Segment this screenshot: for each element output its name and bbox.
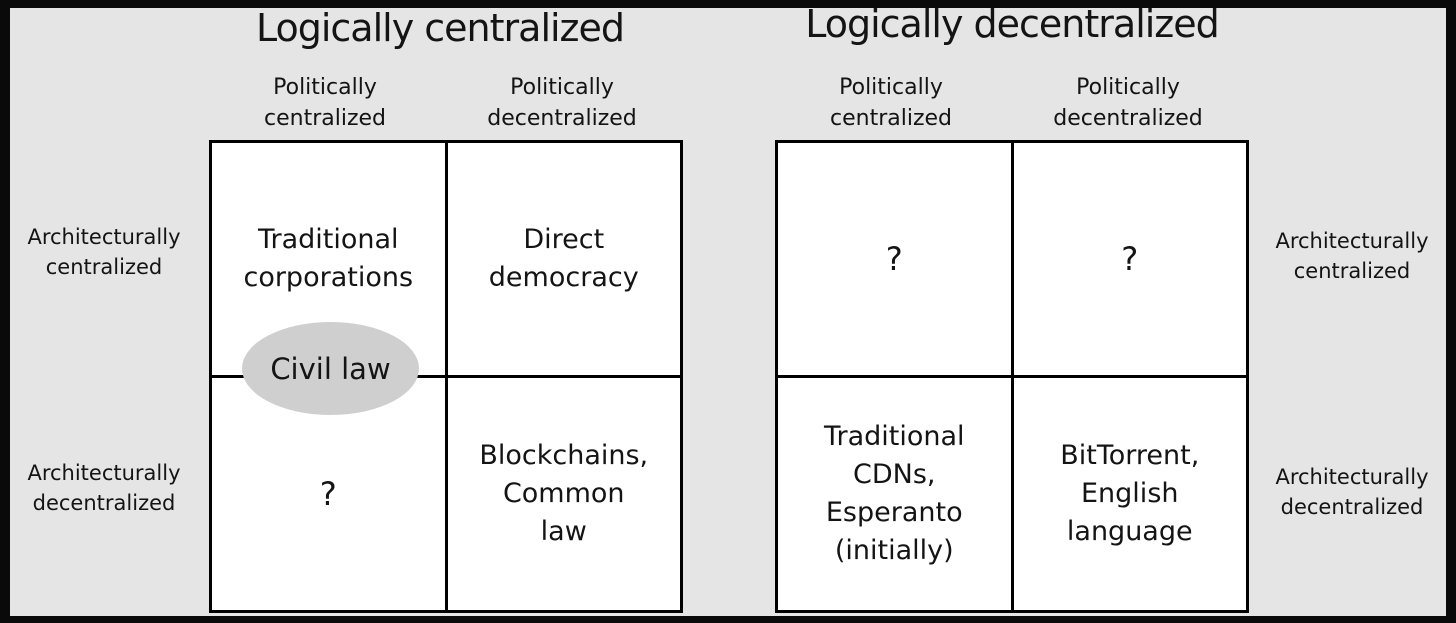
left-matrix-cell-bottom-left: ? xyxy=(212,378,445,610)
right-panel-title: Logically decentralized xyxy=(805,2,1220,46)
civil-law-ellipse: Civil law xyxy=(242,322,419,415)
left-matrix-cell-top-right: Direct democracy xyxy=(447,143,680,375)
right-matrix: ? ? Traditional CDNs, Esperanto (initial… xyxy=(775,140,1249,613)
left-matrix: Traditional corporations Direct democrac… xyxy=(209,140,683,613)
right-matrix-cell-bottom-right: BitTorrent, English language xyxy=(1013,378,1246,610)
right-matrix-cell-top-right: ? xyxy=(1013,143,1246,375)
right-panel-row-label-architecturally-centralized: Architecturally centralized xyxy=(1275,229,1429,283)
left-panel-row-label-architecturally-decentralized: Architecturally decentralized xyxy=(27,461,181,515)
left-matrix-cell-bottom-right: Blockchains, Common law xyxy=(447,378,680,610)
left-panel-column-header-politically-decentralized: Politically decentralized xyxy=(487,75,637,131)
right-panel-column-header-politically-decentralized: Politically decentralized xyxy=(1053,75,1203,131)
right-panel-row-label-architecturally-decentralized: Architecturally decentralized xyxy=(1275,465,1429,519)
right-matrix-cell-top-left: ? xyxy=(778,143,1011,375)
left-panel-row-label-architecturally-centralized: Architecturally centralized xyxy=(27,225,181,279)
civil-law-label: Civil law xyxy=(270,351,391,386)
right-panel-column-header-politically-centralized: Politically centralized xyxy=(830,75,952,131)
left-panel-title: Logically centralized xyxy=(255,6,625,50)
right-matrix-cell-bottom-left: Traditional CDNs, Esperanto (initially) xyxy=(778,378,1011,610)
left-panel-column-header-politically-centralized: Politically centralized xyxy=(264,75,386,131)
